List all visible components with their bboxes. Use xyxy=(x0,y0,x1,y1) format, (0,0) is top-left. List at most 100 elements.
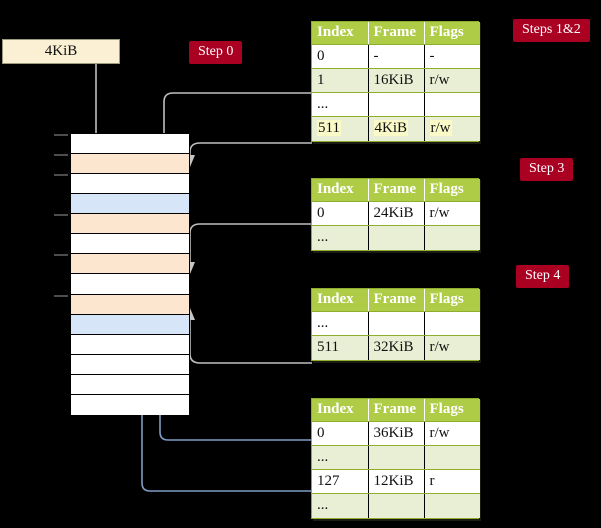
cell-flags: r/w xyxy=(424,201,480,226)
badge-steps-1-2-label: Steps 1&2 xyxy=(522,22,581,37)
wire-table2-to-memory xyxy=(189,223,312,262)
cell-flags: r/w xyxy=(424,116,480,141)
cell-flags: r/w xyxy=(424,68,480,93)
table-row: 0-- xyxy=(312,44,480,69)
memory-frame-row xyxy=(71,314,189,335)
badge-steps-1-2: Steps 1&2 xyxy=(513,19,590,42)
cell-index: 0 xyxy=(312,421,369,446)
cell-index: ... xyxy=(312,225,369,250)
cell-flags xyxy=(424,311,480,336)
cell-index: 127 xyxy=(312,469,369,494)
page-box-4kib: 4KiB xyxy=(2,39,120,64)
table-row: ... xyxy=(312,311,480,336)
column-header-flags: Flags xyxy=(424,289,480,312)
memory-scale-tick xyxy=(54,294,68,297)
memory-frame-row xyxy=(71,154,189,175)
column-header-flags: Flags xyxy=(424,399,480,422)
memory-frame-row xyxy=(71,174,189,195)
page-box-label: 4KiB xyxy=(44,43,78,59)
cell-flags: r/w xyxy=(424,421,480,446)
table-row: ... xyxy=(312,445,480,470)
column-header-index: Index xyxy=(312,289,369,312)
cell-index: 0 xyxy=(312,44,369,69)
memory-frame-row xyxy=(71,194,189,215)
memory-frame-row xyxy=(71,294,189,315)
column-header-index: Index xyxy=(312,22,369,45)
memory-scale-tick xyxy=(54,174,68,177)
cell-flags xyxy=(424,445,480,470)
column-header-index: Index xyxy=(312,399,369,422)
cell-frame: 12KiB xyxy=(368,469,425,494)
cell-index: 0 xyxy=(312,201,369,226)
cell-frame xyxy=(368,311,425,336)
memory-scale-tick xyxy=(54,134,68,136)
badge-step-4-label: Step 4 xyxy=(525,268,561,283)
memory-frame-row xyxy=(71,354,189,375)
memory-frame-row xyxy=(71,274,189,295)
cell-index: ... xyxy=(312,493,369,518)
cell-frame: 16KiB xyxy=(368,68,425,93)
cell-frame: 24KiB xyxy=(368,201,425,226)
badge-step-3-label: Step 3 xyxy=(529,161,565,176)
column-header-flags: Flags xyxy=(424,22,480,45)
table-row: ... xyxy=(312,493,480,518)
table-row: 511 4KiB r/w xyxy=(312,116,480,141)
cell-flags: r xyxy=(424,469,480,494)
cell-index: 1 xyxy=(312,68,369,93)
cell-index: 511 xyxy=(312,335,369,360)
cell-frame xyxy=(368,445,425,470)
wire-table3-to-memory xyxy=(189,320,312,364)
table-header-row: Index Frame Flags xyxy=(312,22,480,45)
memory-scale-tick xyxy=(54,154,68,157)
badge-step-0: Step 0 xyxy=(189,41,243,64)
badge-step-4: Step 4 xyxy=(516,265,570,288)
cell-flags xyxy=(424,493,480,518)
memory-scale-tick xyxy=(54,214,68,217)
table-header-row: Index Frame Flags xyxy=(312,399,480,422)
memory-frame-row xyxy=(71,214,189,235)
memory-frame-row xyxy=(71,374,189,395)
badge-step-0-label: Step 0 xyxy=(198,44,234,59)
table-row: ... xyxy=(312,225,480,250)
cell-frame: 36KiB xyxy=(368,421,425,446)
column-header-frame: Frame xyxy=(368,179,425,202)
memory-frame-row xyxy=(71,234,189,255)
cell-flags: - xyxy=(424,44,480,69)
cell-frame xyxy=(368,92,425,117)
column-header-frame: Frame xyxy=(368,289,425,312)
cell-frame: 32KiB xyxy=(368,335,425,360)
cell-frame-highlight: 4KiB xyxy=(373,119,409,136)
column-header-frame: Frame xyxy=(368,399,425,422)
cell-frame xyxy=(368,493,425,518)
cell-flags xyxy=(424,225,480,250)
physical-memory-column xyxy=(54,133,190,415)
cell-flags: r/w xyxy=(424,335,480,360)
column-header-frame: Frame xyxy=(368,22,425,45)
badge-step-3: Step 3 xyxy=(520,158,574,181)
cell-index-highlight: 511 xyxy=(317,119,341,136)
cell-index: ... xyxy=(312,92,369,117)
table-header-row: Index Frame Flags xyxy=(312,179,480,202)
memory-scale-tick xyxy=(54,254,68,257)
cell-frame xyxy=(368,225,425,250)
cell-flags-highlight: r/w xyxy=(429,119,452,136)
memory-frame-row xyxy=(71,334,189,355)
cell-frame: - xyxy=(368,44,425,69)
cell-flags xyxy=(424,92,480,117)
memory-frame-row xyxy=(71,394,189,415)
cell-index: 511 xyxy=(312,116,369,141)
wire-table1-to-memory xyxy=(189,142,312,155)
table-row: ... xyxy=(312,92,480,117)
cell-index: ... xyxy=(312,445,369,470)
column-header-flags: Flags xyxy=(424,179,480,202)
